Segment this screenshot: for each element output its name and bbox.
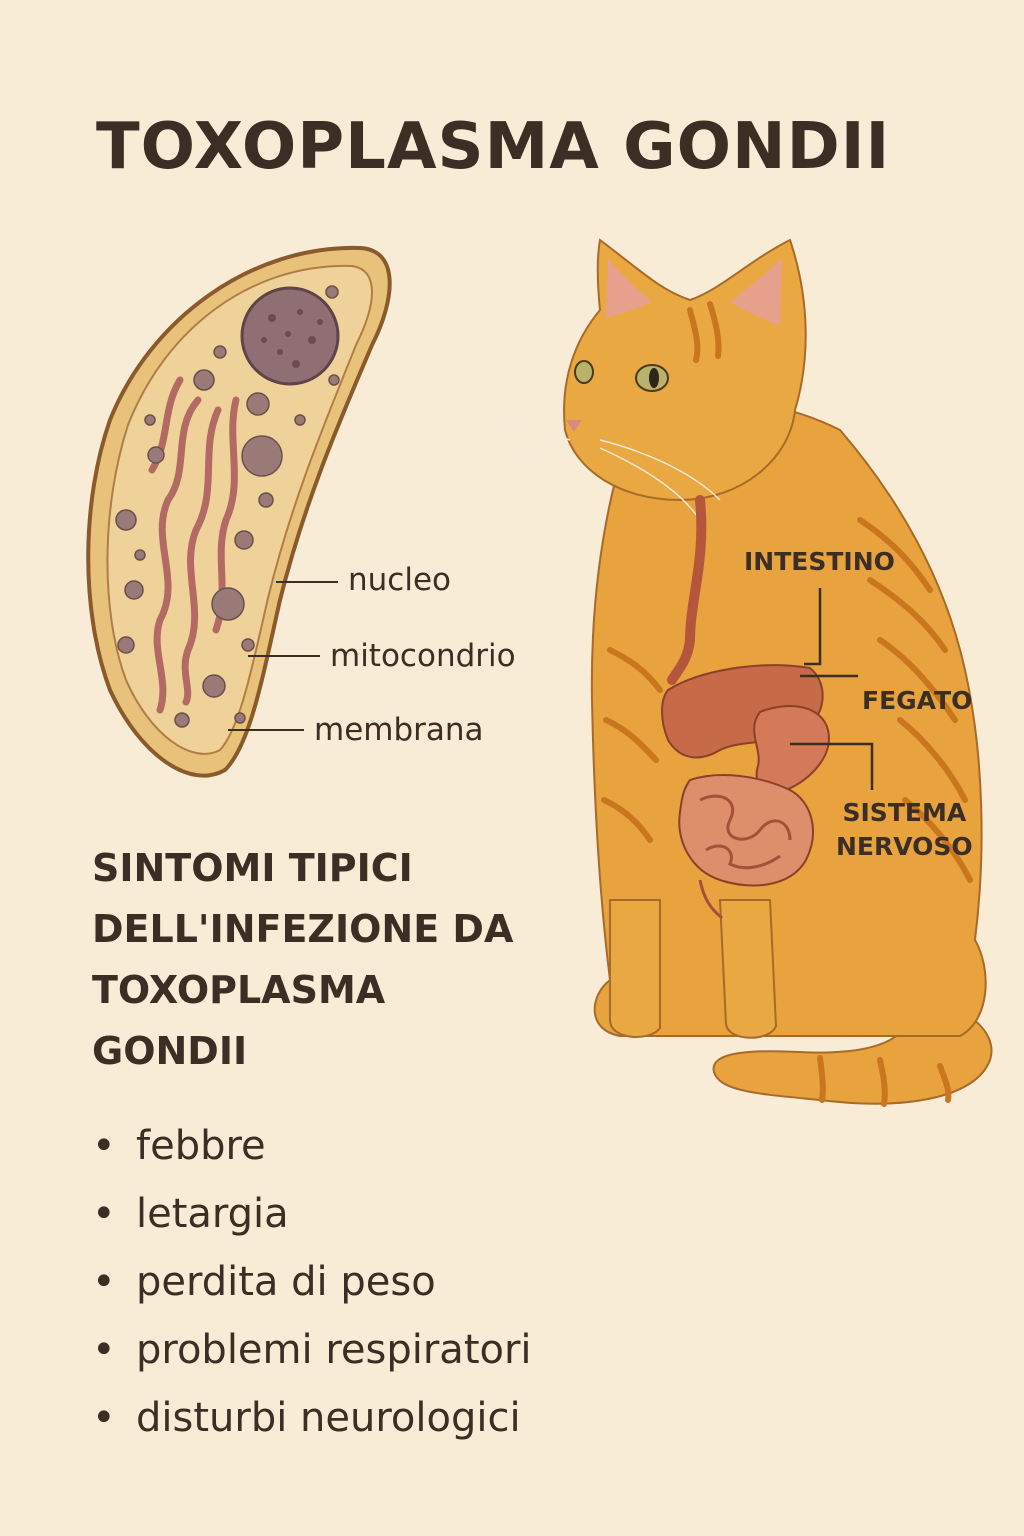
label-nucleus: nucleo [348, 562, 451, 598]
symptom-item: • letargia [92, 1180, 532, 1248]
symptom-text: letargia [136, 1191, 289, 1237]
cat-front-leg-right [718, 899, 778, 1039]
label-mitochondrion: mitocondrio [330, 638, 516, 674]
symptom-item: • febbre [92, 1112, 532, 1180]
organ-leader-lines [790, 588, 874, 790]
intestine-coils [698, 794, 792, 920]
symptom-text: perdita di peso [136, 1259, 436, 1305]
symptom-text: disturbi neurologici [136, 1395, 521, 1441]
cat-internal-organs [661, 495, 830, 920]
esophagus [667, 495, 707, 685]
bullet-icon: • [92, 1123, 116, 1169]
cat-fur-stripes [601, 301, 973, 1107]
cat-whiskers [489, 427, 721, 521]
label-nervous-system-line1: SISTEMA [842, 798, 967, 827]
cat-right-ear-inner [730, 258, 782, 326]
bullet-icon: • [92, 1327, 116, 1373]
symptom-text: febbre [136, 1123, 266, 1169]
page-title: TOXOPLASMA GONDII [96, 110, 891, 184]
bullet-icon: • [92, 1395, 116, 1441]
symptom-item: • perdita di peso [92, 1248, 532, 1316]
bullet-icon: • [92, 1259, 116, 1305]
label-nervous-system-line2: NERVOSO [836, 832, 973, 861]
cat-front-leg-left [609, 899, 661, 1039]
nucleus-chromatin [261, 309, 323, 368]
cat-illustration [489, 238, 993, 1107]
cat-nose [566, 420, 582, 432]
cat-pupil [649, 368, 659, 388]
label-leader-lines [228, 581, 338, 731]
label-intestine: INTESTINO [744, 547, 895, 576]
parasite-cell-illustration [86, 245, 392, 778]
label-nervous-system: SISTEMA NERVOSO [836, 796, 973, 864]
cell-organelles [115, 285, 340, 728]
symptoms-list: • febbre • letargia • perdita di peso • prob… [92, 1112, 532, 1452]
bullet-icon: • [92, 1191, 116, 1237]
cat-left-ear-inner [606, 258, 652, 318]
symptoms-heading: SINTOMI TIPICI DELL'INFEZIONE DA TOXOPLA… [92, 846, 514, 1073]
symptom-text: problemi respiratori [136, 1327, 532, 1373]
stomach-organ [753, 705, 830, 794]
label-liver: FEGATO [862, 686, 973, 715]
symptom-item: • disturbi neurologici [92, 1384, 532, 1452]
symptom-item: • problemi respiratori [92, 1316, 532, 1384]
cat-eye-far [574, 360, 594, 384]
label-membrane: membrana [314, 712, 484, 748]
